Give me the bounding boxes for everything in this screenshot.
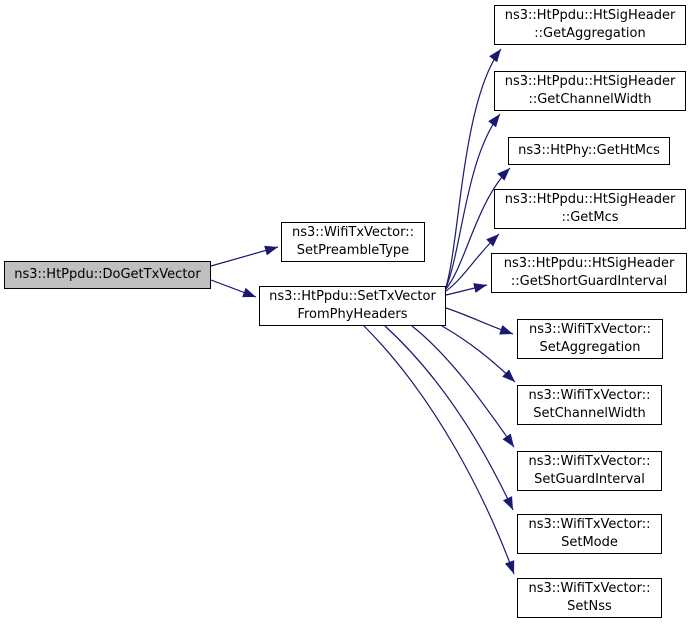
- node-set-channel-width[interactable]: ns3::WifiTxVector:: SetChannelWidth: [517, 385, 662, 425]
- node-get-aggregation[interactable]: ns3::HtPpdu::HtSigHeader ::GetAggregatio…: [494, 5, 686, 45]
- edge-dogettxvector-setpreambletype: [210, 245, 279, 267]
- edge-settxvector-getmcs: [445, 233, 500, 292]
- node-set-aggregation[interactable]: ns3::WifiTxVector:: SetAggregation: [517, 319, 663, 359]
- edge-settxvector-getshortguardinterval: [445, 283, 488, 296]
- node-set-nss[interactable]: ns3::WifiTxVector:: SetNss: [517, 578, 662, 618]
- node-do-get-tx-vector: ns3::HtPpdu::DoGetTxVector: [4, 261, 211, 289]
- node-get-channel-width[interactable]: ns3::HtPpdu::HtSigHeader ::GetChannelWid…: [494, 71, 686, 111]
- edge-settxvector-gethtmcs: [445, 167, 511, 290]
- edge-settxvector-setnss: [363, 325, 515, 575]
- edge-settxvector-setguardinterval: [411, 325, 515, 448]
- edge-dogettxvector-settxvectorfromphyheaders: [210, 279, 257, 298]
- edge-settxvector-setchannelwidth: [441, 325, 516, 383]
- node-get-short-guard-interval[interactable]: ns3::HtPpdu::HtSigHeader ::GetShortGuard…: [491, 253, 687, 293]
- edge-settxvector-setmode: [384, 325, 514, 511]
- edge-settxvector-getchannelwidth: [445, 113, 501, 289]
- node-set-mode[interactable]: ns3::WifiTxVector:: SetMode: [517, 514, 662, 554]
- node-set-tx-vector-from-phy-headers[interactable]: ns3::HtPpdu::SetTxVector FromPhyHeaders: [259, 286, 446, 326]
- edge-settxvector-getaggregation: [445, 48, 502, 288]
- node-set-guard-interval[interactable]: ns3::WifiTxVector:: SetGuardInterval: [517, 451, 662, 491]
- edge-settxvector-setaggregation: [445, 307, 514, 335]
- node-set-preamble-type[interactable]: ns3::WifiTxVector:: SetPreambleType: [281, 222, 425, 262]
- node-get-ht-mcs[interactable]: ns3::HtPhy::GetHtMcs: [508, 137, 670, 165]
- node-get-mcs[interactable]: ns3::HtPpdu::HtSigHeader ::GetMcs: [494, 189, 686, 229]
